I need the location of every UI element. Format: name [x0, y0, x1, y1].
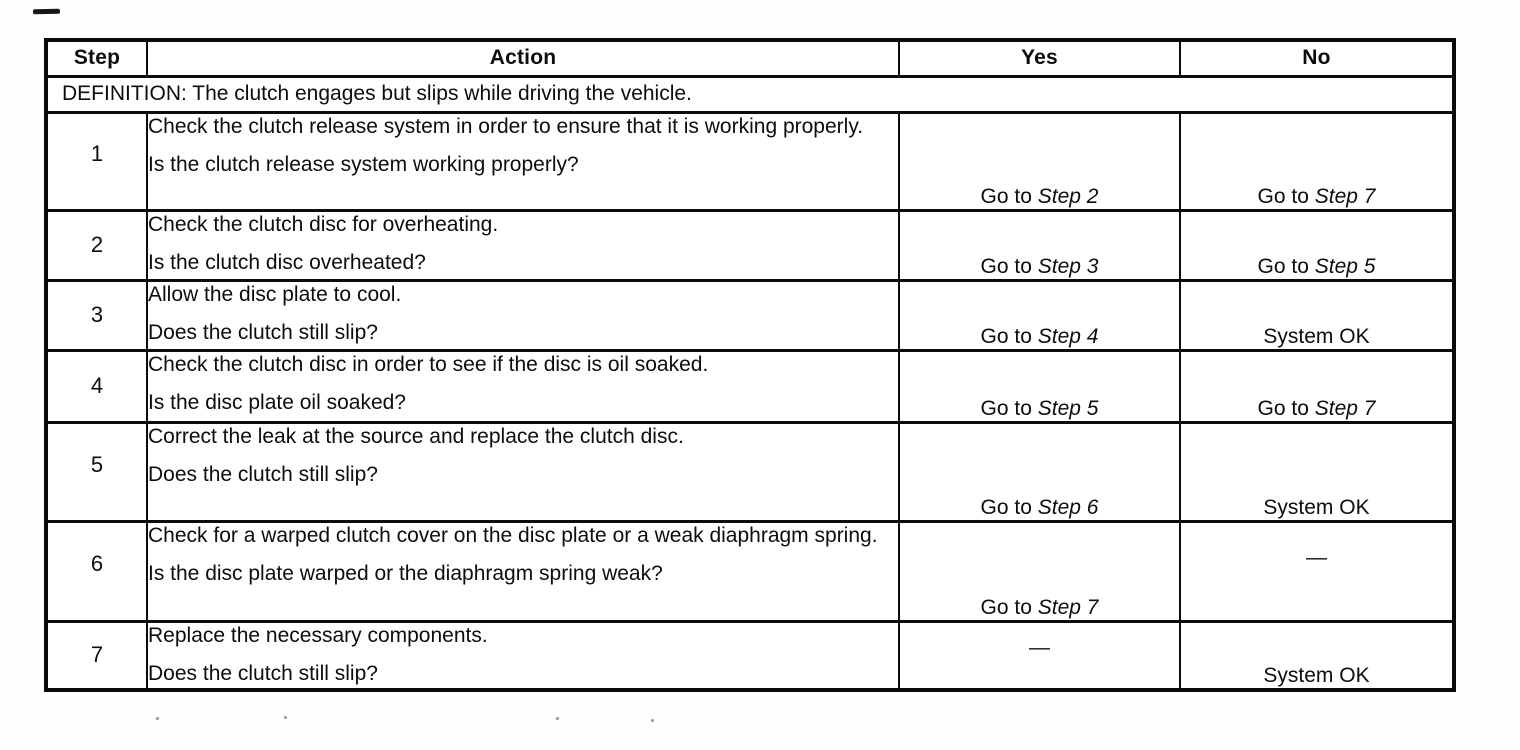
action-cell: Check the clutch disc in order to see if…	[146, 348, 900, 424]
column-header-action: Action	[146, 38, 900, 78]
action-cell: Check the clutch disc for overheating. I…	[146, 208, 900, 282]
action-text: Check the clutch disc in order to see if…	[148, 352, 709, 376]
action-cell: Allow the disc plate to cool. Does the c…	[146, 278, 900, 352]
question-text: Is the disc plate warped or the diaphrag…	[148, 561, 663, 585]
scan-smudge-artifact	[32, 8, 61, 15]
action-text: Correct the leak at the source and repla…	[148, 424, 684, 448]
no-cell: System OK	[1179, 420, 1455, 523]
column-header-no: No	[1179, 38, 1455, 78]
answer-text: Go to Step 4	[980, 324, 1099, 348]
action-text: Check for a warped clutch cover on the d…	[148, 523, 878, 547]
no-cell: Go to Step 5	[1179, 208, 1455, 282]
definition-text: DEFINITION: The clutch engages but slips…	[45, 74, 1455, 114]
action-text: Replace the necessary components.	[148, 623, 488, 647]
yes-cell: —	[898, 619, 1181, 692]
action-cell: Replace the necessary components. Does t…	[146, 619, 900, 692]
question-text: Does the clutch still slip?	[148, 320, 378, 344]
action-text: Allow the disc plate to cool.	[148, 282, 402, 306]
answer-text: —	[1306, 546, 1327, 569]
no-cell: Go to Step 7	[1179, 348, 1455, 424]
table-row: 7 Replace the necessary components. Does…	[45, 619, 1455, 692]
answer-text: Go to Step 6	[980, 495, 1099, 519]
scan-dot-artifact	[556, 717, 559, 720]
table-row: 1 Check the clutch release system in ord…	[45, 110, 1455, 212]
scan-dot-artifact	[156, 717, 159, 720]
question-text: Is the disc plate oil soaked?	[148, 390, 406, 414]
yes-cell: Go to Step 4	[898, 278, 1181, 352]
question-text: Does the clutch still slip?	[148, 661, 378, 685]
action-cell: Check for a warped clutch cover on the d…	[146, 519, 900, 623]
step-number: 7	[45, 619, 148, 692]
answer-text: Go to Step 3	[980, 254, 1099, 278]
answer-text: System OK	[1263, 664, 1370, 687]
question-text: Is the clutch release system working pro…	[148, 152, 579, 176]
yes-cell: Go to Step 3	[898, 208, 1181, 282]
no-cell: Go to Step 7	[1179, 110, 1455, 212]
table-row: 6 Check for a warped clutch cover on the…	[45, 519, 1455, 623]
action-text: Check the clutch release system in order…	[148, 114, 864, 138]
answer-text: Go to Step 5	[980, 396, 1099, 420]
no-cell: —	[1179, 519, 1455, 623]
action-cell: Correct the leak at the source and repla…	[146, 420, 900, 523]
table-row: 3 Allow the disc plate to cool. Does the…	[45, 278, 1455, 352]
step-number: 4	[45, 348, 148, 424]
column-header-yes: Yes	[898, 38, 1181, 78]
answer-text: —	[1029, 636, 1050, 660]
diagnostic-table: Step Action Yes No DEFINITION: The clutc…	[44, 38, 1456, 692]
answer-text: Go to Step 5	[1257, 254, 1376, 278]
yes-cell: Go to Step 5	[898, 348, 1181, 424]
action-text: Check the clutch disc for overheating.	[148, 212, 499, 236]
definition-row: DEFINITION: The clutch engages but slips…	[45, 74, 1455, 114]
answer-text: Go to Step 2	[980, 184, 1099, 208]
step-number: 2	[45, 208, 148, 282]
step-number: 1	[45, 110, 148, 212]
table-row: 2 Check the clutch disc for overheating.…	[45, 208, 1455, 282]
answer-text: System OK	[1263, 324, 1370, 348]
yes-cell: Go to Step 7	[898, 519, 1181, 623]
yes-cell: Go to Step 6	[898, 420, 1181, 523]
table-header-row: Step Action Yes No	[45, 38, 1455, 78]
answer-text: Go to Step 7	[1257, 184, 1376, 208]
column-header-step: Step	[45, 38, 148, 78]
step-number: 5	[45, 420, 148, 523]
yes-cell: Go to Step 2	[898, 110, 1181, 212]
no-cell: System OK	[1179, 278, 1455, 352]
answer-text: Go to Step 7	[1257, 396, 1376, 420]
scan-dot-artifact	[651, 719, 654, 722]
scan-dot-artifact	[284, 716, 287, 719]
table-row: 5 Correct the leak at the source and rep…	[45, 420, 1455, 523]
action-cell: Check the clutch release system in order…	[146, 110, 900, 212]
question-text: Is the clutch disc overheated?	[148, 250, 426, 274]
answer-text: System OK	[1263, 495, 1370, 519]
no-cell: System OK	[1179, 619, 1455, 692]
step-number: 3	[45, 278, 148, 352]
answer-text: Go to Step 7	[980, 595, 1099, 619]
question-text: Does the clutch still slip?	[148, 462, 378, 486]
step-number: 6	[45, 519, 148, 623]
table-row: 4 Check the clutch disc in order to see …	[45, 348, 1455, 424]
